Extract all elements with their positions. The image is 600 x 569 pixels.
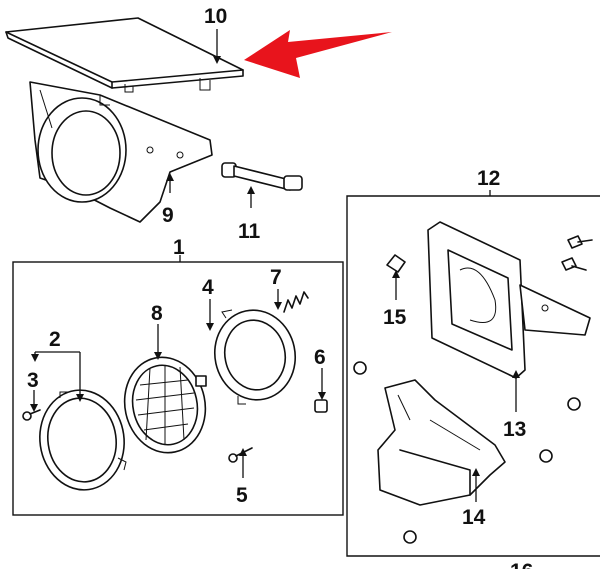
callout-6: 6	[314, 346, 326, 369]
callout-12: 12	[477, 167, 500, 190]
part-5-screw	[228, 447, 253, 463]
callout-labels: 10 9 11 1 2 3 8 4 7 6 5 12 15 13 14 16	[27, 5, 533, 569]
highlight-arrow	[244, 30, 392, 78]
part-10-panel	[5, 17, 244, 93]
callout-9: 9	[162, 204, 174, 227]
callout-2: 2	[49, 328, 61, 351]
part-11-rod	[221, 162, 303, 191]
callout-11: 11	[238, 220, 261, 243]
callout-13: 13	[503, 418, 526, 441]
callout-10: 10	[204, 5, 227, 28]
part-13-bracket	[427, 221, 591, 379]
assembly-box-12	[346, 195, 600, 557]
part-14-lower-bracket	[377, 379, 506, 506]
fasteners-group	[353, 235, 593, 544]
callout-1: 1	[173, 236, 185, 259]
part-3-screw	[22, 409, 41, 421]
callout-7: 7	[270, 266, 282, 289]
callout-15: 15	[383, 306, 407, 329]
part-7-spring	[283, 291, 309, 313]
part-15-clip	[386, 254, 406, 273]
callout-4: 4	[202, 276, 214, 299]
callout-14: 14	[462, 506, 486, 529]
part-2-ring	[39, 389, 127, 491]
part-8-lamp	[123, 356, 207, 454]
callout-3: 3	[27, 369, 39, 392]
leader-lines	[30, 29, 520, 502]
callout-16: 16	[510, 560, 533, 569]
part-4-mount-ring	[213, 309, 297, 405]
part-9-housing	[29, 81, 213, 223]
part-6-nut	[314, 399, 328, 413]
assembly-box-1	[12, 261, 344, 516]
callout-8: 8	[151, 302, 163, 325]
callout-5: 5	[236, 484, 248, 507]
